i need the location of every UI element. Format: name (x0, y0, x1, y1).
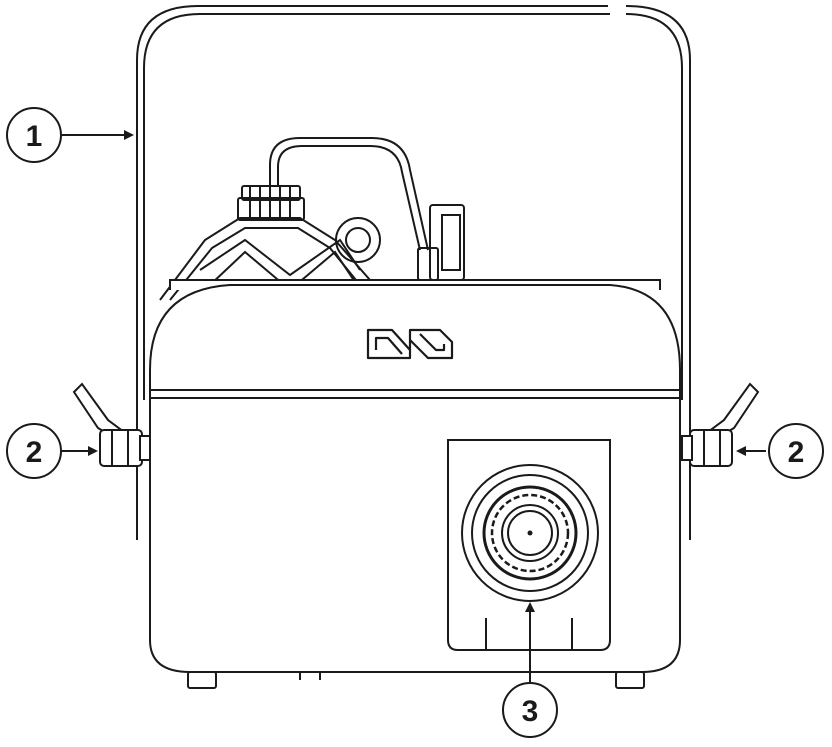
bracket-knob-right (681, 382, 760, 467)
bracket-knob-left (72, 382, 151, 467)
brand-logo-icon (366, 328, 454, 360)
callout-2-left: 2 (6, 423, 62, 479)
callout-3: 3 (502, 682, 558, 738)
callout-1-label: 1 (26, 120, 43, 153)
output-nozzle (461, 464, 599, 602)
callout-2-right-label: 2 (788, 436, 805, 469)
housing-feet (187, 671, 645, 689)
callout-3-label: 3 (522, 695, 539, 728)
pump-unit (335, 204, 465, 281)
callout-arrows (62, 130, 766, 682)
callout-2-right: 2 (768, 423, 824, 479)
callout-2-left-label: 2 (26, 436, 43, 469)
callout-1: 1 (6, 107, 62, 163)
fluid-tank (159, 185, 371, 301)
fluid-hose (269, 137, 429, 251)
